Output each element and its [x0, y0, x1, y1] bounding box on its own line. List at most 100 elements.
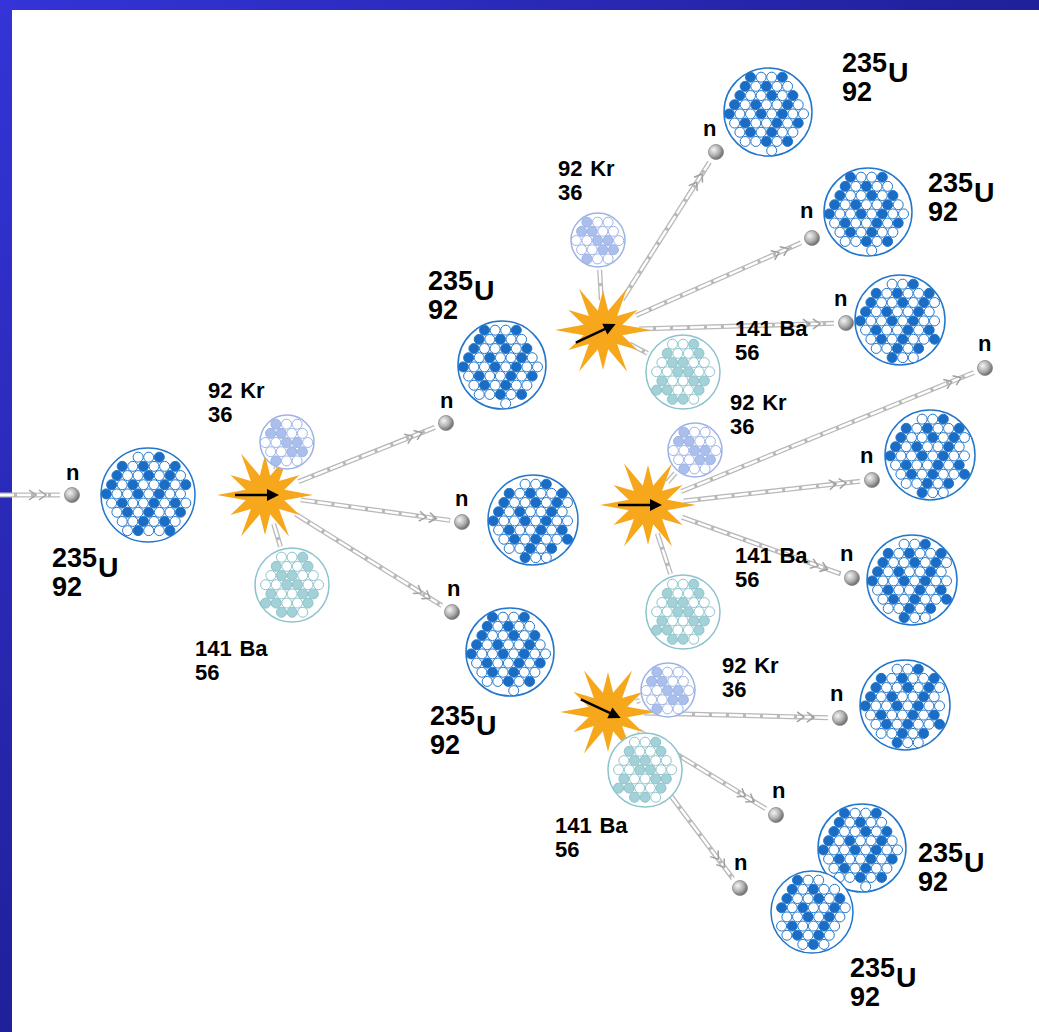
- neutron-trail: [600, 270, 602, 300]
- neutron-sphere: [454, 514, 470, 530]
- mass-number: 141: [195, 638, 232, 660]
- neutron: n: [64, 487, 80, 503]
- neutron-trail: [622, 162, 709, 299]
- impact-arrow: [573, 319, 618, 348]
- neutron: n: [832, 710, 848, 726]
- atomic-number: 36: [208, 404, 232, 426]
- atomic-number: 36: [558, 182, 582, 204]
- nucleus-sphere: [667, 422, 723, 478]
- neutron-trail: [274, 524, 281, 547]
- neutron-label: n: [703, 118, 716, 140]
- nucleus-sphere: [823, 167, 913, 257]
- neutron: n: [804, 230, 820, 246]
- neutron-sphere: [977, 360, 993, 376]
- fission-burst: [555, 288, 651, 371]
- neutron-trail: [0, 490, 60, 500]
- mass-number: 92: [208, 380, 232, 402]
- element-symbol: U: [964, 848, 984, 876]
- neutron-sphere: [864, 472, 880, 488]
- nucleus: 235U92: [723, 67, 813, 157]
- element-symbol: Ba: [239, 638, 267, 660]
- neutron: n: [708, 144, 724, 160]
- element-symbol: U: [474, 276, 494, 304]
- neutron-label: n: [830, 683, 843, 705]
- nucleus-sphere: [254, 547, 330, 623]
- element-symbol: Kr: [590, 158, 614, 180]
- nucleus: 92Kr36: [570, 212, 626, 268]
- nucleus-sphere: [607, 732, 683, 808]
- impact-arrow: [235, 489, 279, 501]
- nucleus-sphere: [645, 334, 721, 410]
- mass-number: 92: [730, 392, 754, 414]
- neutron-sphere: [732, 880, 748, 896]
- impact-arrow: [618, 499, 662, 511]
- nucleus: 141Ba56: [607, 732, 683, 808]
- atomic-number: 92: [918, 869, 948, 896]
- atomic-number: 56: [195, 662, 219, 684]
- atomic-number: 36: [730, 416, 754, 438]
- atomic-number: 56: [555, 839, 579, 861]
- neutron: n: [977, 360, 993, 376]
- atomic-number: 56: [735, 569, 759, 591]
- element-symbol: Kr: [754, 655, 778, 677]
- nucleus: 141Ba56: [645, 334, 721, 410]
- neutron-sphere: [844, 570, 860, 586]
- fission-bursts: [217, 288, 696, 753]
- neutron: n: [438, 415, 454, 431]
- nucleus-sphere: [645, 574, 721, 650]
- atomic-number: 92: [428, 297, 458, 324]
- neutron: n: [454, 514, 470, 530]
- mass-number: 235: [928, 170, 973, 197]
- mass-number: 235: [918, 840, 963, 867]
- neutron: n: [864, 472, 880, 488]
- neutron-sphere: [438, 415, 454, 431]
- element-symbol: Ba: [779, 318, 807, 340]
- atomic-number: 36: [722, 679, 746, 701]
- neutron-trail: [636, 700, 640, 701]
- mass-number: 235: [428, 268, 473, 295]
- neutron-trail: [682, 517, 841, 574]
- neutron-trails: [0, 162, 974, 878]
- neutron-sphere: [64, 487, 80, 503]
- nucleus-sphere: [457, 320, 547, 410]
- neutron-label: n: [455, 488, 468, 510]
- element-symbol: U: [974, 178, 994, 206]
- atomic-number: 92: [850, 984, 880, 1011]
- element-symbol: U: [896, 963, 916, 991]
- mass-number: 235: [52, 545, 97, 572]
- atomic-number: 92: [52, 574, 82, 601]
- element-symbol: Kr: [240, 380, 264, 402]
- neutron-trail: [301, 500, 450, 523]
- neutron: n: [732, 880, 748, 896]
- nucleus-sphere: [100, 447, 196, 543]
- neutron-sphere: [708, 144, 724, 160]
- mass-number: 141: [555, 815, 592, 837]
- impact-arrow: [578, 694, 623, 723]
- fission-burst: [217, 453, 313, 536]
- neutron-trail: [636, 243, 801, 316]
- neutron-trail: [639, 731, 766, 809]
- nucleus-sphere: [723, 67, 813, 157]
- nucleus: 141Ba56: [254, 547, 330, 623]
- neutron-sphere: [804, 230, 820, 246]
- element-symbol: U: [476, 711, 496, 739]
- atomic-number: 56: [735, 342, 759, 364]
- nucleus: 235U92: [100, 447, 196, 543]
- nucleus: 92Kr36: [259, 414, 315, 470]
- neutron-sphere: [768, 807, 784, 823]
- neutron-label: n: [860, 445, 873, 467]
- nucleus-sphere: [259, 414, 315, 470]
- neutron-label: n: [447, 578, 460, 600]
- atomic-number: 92: [928, 199, 958, 226]
- neutron-sphere: [444, 604, 460, 620]
- element-symbol: Ba: [779, 545, 807, 567]
- uranium-nuclei: [488, 275, 975, 750]
- nucleus: 92Kr36: [667, 422, 723, 478]
- neutron-label: n: [978, 333, 991, 355]
- nucleus: 235U92: [770, 870, 854, 954]
- nucleus: 235U92: [823, 167, 913, 257]
- element-symbol: U: [888, 58, 908, 86]
- nucleus-sphere: [770, 870, 854, 954]
- element-symbol: U: [98, 553, 118, 581]
